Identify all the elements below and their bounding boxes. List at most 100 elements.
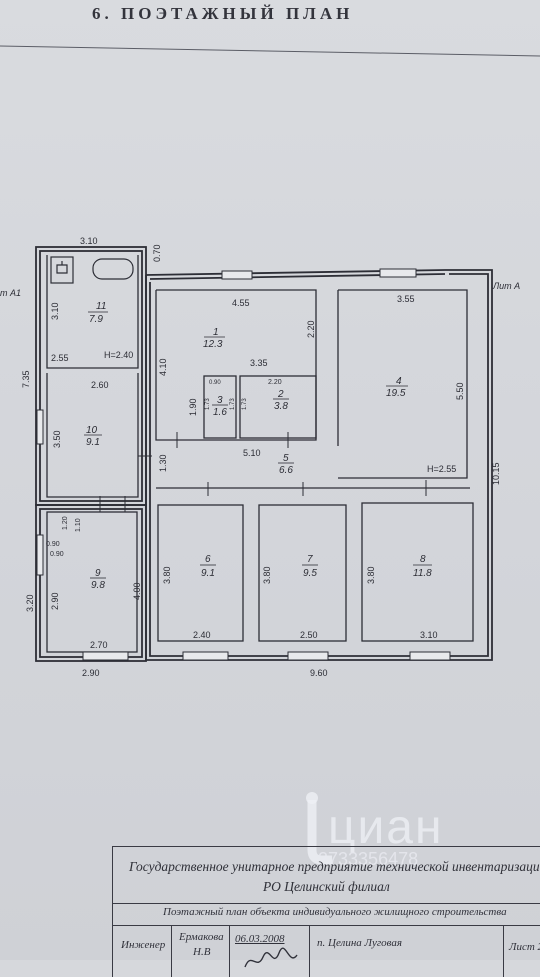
dim-text: 3.50 — [52, 430, 62, 448]
dim-text: 3.10 — [80, 236, 98, 246]
room-label: 8 11.8 — [413, 554, 432, 579]
bathroom-fixtures — [50, 256, 134, 284]
room-label: 11 7.9 — [88, 301, 108, 325]
dim-text: 10.15 — [491, 462, 501, 485]
svg-text:3.8: 3.8 — [274, 401, 288, 412]
svg-text:5: 5 — [283, 453, 289, 464]
room-label: 1 12.3 — [203, 327, 225, 350]
outer-walls — [35, 246, 493, 662]
stamp-org: Государственное унитарное предприятие те… — [129, 859, 540, 874]
room-label: 5 6.6 — [278, 453, 294, 476]
svg-text:9.1: 9.1 — [201, 568, 215, 579]
svg-text:6.6: 6.6 — [279, 465, 293, 476]
svg-text:2: 2 — [277, 389, 284, 400]
svg-text:12.3: 12.3 — [203, 339, 223, 350]
svg-text:9.8: 9.8 — [91, 580, 105, 591]
stamp-divider — [113, 925, 540, 926]
height-label-1: H=2.40 — [104, 350, 133, 360]
dim-text: 2.70 — [90, 640, 108, 650]
svg-text:19.5: 19.5 — [386, 388, 406, 399]
dim-text: 7.35 — [21, 370, 31, 388]
svg-text:4: 4 — [396, 376, 402, 387]
svg-text:8: 8 — [420, 554, 426, 565]
door-marks — [99, 432, 427, 512]
dim-text: 2.90 — [50, 592, 60, 610]
svg-text:1.6: 1.6 — [213, 407, 227, 418]
dim-text: 3.10 — [50, 302, 60, 320]
stamp-divider — [113, 903, 540, 904]
dim-text: 0.90 — [50, 551, 64, 558]
stamp-divider — [309, 925, 310, 977]
room-label: 7 9.5 — [302, 554, 318, 579]
watermark-number: 2733356478 — [318, 849, 419, 869]
svg-text:11: 11 — [96, 301, 106, 312]
dim-text: 4.55 — [232, 298, 250, 308]
svg-text:9: 9 — [95, 568, 101, 579]
dim-text: 1.73 — [242, 398, 248, 410]
stamp-branch: РО Целинский филиал — [263, 879, 390, 894]
room-label: 2 3.8 — [273, 389, 289, 412]
svg-text:11.8: 11.8 — [413, 568, 432, 579]
dim-text: 9.60 — [310, 668, 328, 678]
stamp-date: 06.03.2008 — [235, 933, 285, 945]
stamp-sheet: Лист 2 — [509, 941, 540, 953]
dim-text: 3.80 — [366, 566, 376, 584]
room-label: 9 9.8 — [90, 568, 106, 591]
title-block: Государственное унитарное предприятие те… — [112, 846, 540, 977]
svg-text:9.1: 9.1 — [86, 437, 100, 448]
stamp-address: п. Целина Луговая — [317, 937, 402, 949]
svg-text:3: 3 — [217, 395, 223, 406]
dim-text: 5.50 — [455, 382, 465, 400]
signature-icon — [244, 947, 298, 968]
dim-text: 5.10 — [243, 448, 261, 458]
dim-text: 2.60 — [91, 380, 109, 390]
dim-text: 3.55 — [397, 294, 415, 304]
svg-text:7.9: 7.9 — [89, 314, 103, 325]
dim-text: 1.10 — [75, 518, 82, 532]
dim-text: 3.35 — [250, 358, 268, 368]
dim-text: 3.80 — [262, 566, 272, 584]
room-label: 3 1.6 — [212, 395, 228, 418]
svg-text:10: 10 — [86, 425, 98, 436]
frame-line — [0, 45, 540, 57]
interior-walls — [46, 255, 474, 653]
watermark-logo-icon — [306, 792, 332, 865]
svg-text:6: 6 — [205, 554, 211, 565]
lit-a1-label: т А1 — [0, 288, 21, 298]
room-label: 6 9.1 — [200, 554, 216, 579]
dim-text: 2.90 — [82, 668, 100, 678]
dim-text: 2.20 — [306, 320, 316, 338]
watermark-brand: циан — [328, 801, 444, 854]
dim-text: 1.90 — [188, 398, 198, 416]
stamp-description: Поэтажный план объекта индивидуального ж… — [163, 906, 507, 918]
windows — [36, 268, 451, 661]
dim-text: 1.73 — [205, 398, 211, 410]
dim-text: 1.20 — [62, 516, 69, 530]
svg-text:9.5: 9.5 — [303, 568, 317, 579]
dim-text: 0.90 — [209, 380, 221, 386]
stamp-divider — [171, 925, 172, 977]
dim-text: 3.20 — [25, 594, 35, 612]
dim-text: 3.80 — [162, 566, 172, 584]
dim-text: 0.70 — [152, 244, 162, 262]
room-label: 4 19.5 — [386, 376, 408, 399]
height-label-2: H=2.55 — [427, 464, 456, 474]
page-title: 6. ПОЭТАЖНЫЙ ПЛАН — [92, 4, 354, 23]
dim-text: 2.50 — [300, 630, 318, 640]
stamp-role: Инженер — [121, 939, 166, 951]
dim-text: 0.90 — [46, 541, 60, 548]
svg-text:1: 1 — [213, 327, 219, 338]
dim-text: 1.73 — [230, 398, 236, 410]
floor-plan: т А1 Лит А H=2.40 H=2.55 3.10 0.70 4.55 … — [0, 45, 540, 678]
stamp-initials: Н.В — [193, 946, 211, 958]
room-label: 10 9.1 — [84, 425, 102, 448]
dim-text: 3.10 — [420, 630, 438, 640]
stamp-divider — [503, 925, 504, 977]
stamp-name: Ермакова — [179, 931, 224, 943]
dim-text: 2.55 — [51, 353, 69, 363]
stamp-divider — [229, 925, 230, 977]
dim-text: 2.20 — [268, 379, 282, 386]
dim-text: 2.40 — [193, 630, 211, 640]
lit-a-label: Лит А — [492, 281, 520, 291]
